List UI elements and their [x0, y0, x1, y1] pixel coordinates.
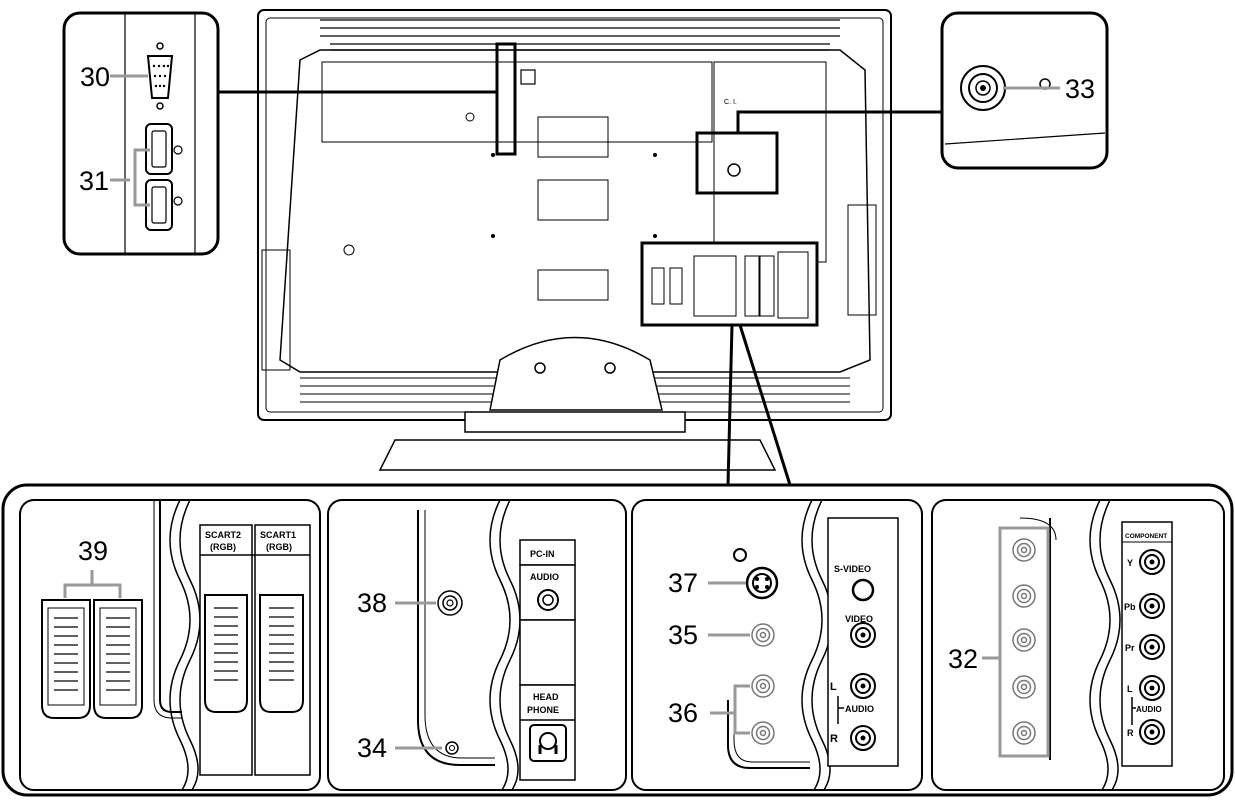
scart2-label: SCART2: [205, 530, 241, 540]
pc-audio-input-jack[interactable]: [537, 589, 559, 611]
callout-33: 33: [1065, 74, 1095, 104]
callout-38: 38: [357, 588, 387, 618]
inset-antenna: 33: [940, 11, 1109, 170]
y-label: Y: [1127, 558, 1133, 568]
head-label: HEAD: [533, 692, 559, 702]
pc-in-label: PC-IN: [530, 549, 555, 559]
audio-label: AUDIO: [530, 572, 559, 582]
tv-back: C. I.: [257, 9, 892, 471]
scart1-label: SCART1: [260, 530, 296, 540]
callout-34: 34: [357, 733, 387, 763]
component-audio-l-label: L: [1127, 684, 1133, 694]
callout-37: 37: [668, 568, 698, 598]
audio-side-label: AUDIO: [845, 704, 874, 714]
s-video-port-side[interactable]: [745, 566, 779, 600]
callout-36: 36: [668, 698, 698, 728]
phone-label: PHONE: [527, 705, 559, 715]
hdmi-2-port[interactable]: [145, 179, 173, 231]
headphone-jack-side[interactable]: [445, 741, 459, 755]
audio-r-label: R: [830, 733, 838, 745]
inset-pc-hdmi: 30 31: [62, 11, 220, 256]
section-av-input: 37 35 36 S-VIDEO VIDEO L AUDIO R: [631, 499, 923, 791]
scart-socket-right[interactable]: [93, 599, 143, 719]
pc-in-vga-port[interactable]: [146, 42, 174, 110]
ci-slot-label: C. I.: [724, 99, 737, 106]
s-video-label: S-VIDEO: [834, 564, 871, 574]
callout-30: 30: [80, 62, 110, 92]
hdmi-1-port[interactable]: [145, 123, 173, 175]
pr-label: Pr: [1125, 643, 1135, 653]
headphone-jack[interactable]: [529, 724, 567, 762]
section-scart: 39 SCART2 (RGB) SCART1 (RGB): [19, 499, 321, 791]
s-video-input-port[interactable]: [851, 578, 875, 602]
audio-l-label: L: [830, 681, 837, 693]
section-pc-audio: 38 34 PC-IN AUDIO HEAD PHONE: [327, 499, 627, 791]
scart2-socket[interactable]: [204, 594, 248, 713]
antenna-input-port[interactable]: [960, 65, 1006, 111]
component-audio-side-label: AUDIO: [1136, 705, 1162, 714]
scart-socket-left[interactable]: [41, 599, 91, 719]
scart1-socket[interactable]: [259, 594, 304, 713]
rear-panel-detail: 39 SCART2 (RGB) SCART1 (RGB): [1, 483, 1234, 797]
section-component: 32 COMPONENT Y Pb Pr L AUDIO R: [931, 499, 1225, 791]
component-label: COMPONENT: [1125, 533, 1167, 540]
pb-label: Pb: [1124, 602, 1136, 612]
callout-35: 35: [668, 620, 698, 650]
scart2-rgb-label: (RGB): [210, 542, 236, 552]
callout-39: 39: [78, 536, 108, 566]
component-audio-r-label: R: [1127, 728, 1134, 738]
callout-32: 32: [948, 644, 978, 674]
pc-audio-jack-side[interactable]: [437, 590, 463, 616]
video-label: VIDEO: [845, 614, 873, 624]
scart1-rgb-label: (RGB): [266, 542, 292, 552]
callout-31: 31: [79, 166, 109, 196]
